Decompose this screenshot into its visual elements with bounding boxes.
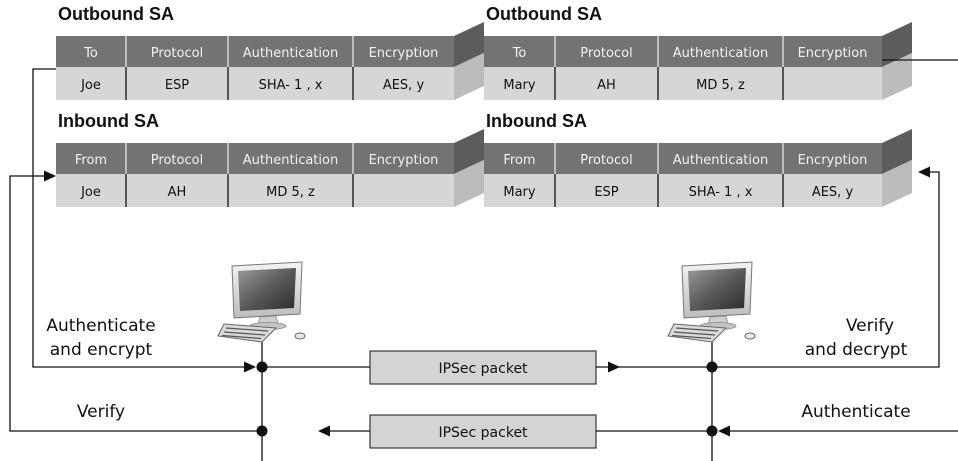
left-inbound-row-depth [454,160,484,207]
left-outbound-title: Outbound SA [58,4,174,24]
left-top-label-line1: Authenticate [46,316,155,336]
right-outbound-header-band [484,36,882,67]
right-inbound-data-cell: Mary [503,185,536,200]
arrowhead-left-host-upper [244,361,256,373]
right-inbound-header-cell: Authentication [673,153,768,168]
left-inbound-data-cell: AH [168,185,187,200]
right-inbound-data-cell: SHA- 1 , x [689,185,753,200]
right-inbound-feed-line [712,171,940,368]
desktop-computer-icon [667,261,756,343]
right-outbound-data-cell: AH [597,78,616,93]
left-side-labels: Authenticate and encrypt Verify [46,316,155,422]
upper-packet-label: IPSec packet [438,361,528,377]
junction-right-upper [706,361,718,373]
left-inbound-header-cell: Authentication [243,153,338,168]
right-outbound-header-cell: To [512,46,527,61]
right-inbound-data-cell: AES, y [812,185,854,200]
right-inbound-header-depth [882,129,912,174]
left-inbound-header-cell: Encryption [369,153,439,168]
right-inbound-header-band [484,143,882,174]
left-inbound-header-cell: Protocol [151,153,203,168]
desktop-computer-icon [217,261,306,343]
left-outbound-data-cell: AES, y [383,78,425,93]
right-outbound-header-depth [882,22,912,67]
junction-left-upper [256,361,268,373]
right-outbound-header-cell: Protocol [580,46,632,61]
left-inbound-feed-line [9,175,262,432]
left-inbound-data-cell: MD 5, z [266,185,315,200]
left-inbound-header-depth [454,129,484,174]
arrowhead-lower-channel-left [318,425,330,437]
upper-ipsec-packet: IPSec packet [369,350,597,385]
right-outbound-data-cell: Mary [503,78,536,93]
arrowhead-right-host-lower [718,425,730,437]
left-outbound-header-band [56,36,454,67]
left-outbound-data-cell: Joe [80,78,101,93]
junction-right-lower [706,425,718,437]
left-outbound-row-band [56,67,454,100]
right-outbound-data-cell: MD 5, z [696,78,745,93]
arrowhead-into-left-inbound [44,170,56,182]
left-outbound-header-cell: Authentication [243,46,338,61]
left-outbound-data-cell: ESP [165,78,189,93]
left-outbound-row-depth [454,53,484,100]
right-inbound-title: Inbound SA [486,111,587,131]
right-top-label-line2: and decrypt [805,340,908,360]
right-outbound-header-cell: Authentication [673,46,768,61]
left-outbound-header-cell: Protocol [151,46,203,61]
left-inbound-header-band [56,143,454,174]
left-inbound-data-cell: Joe [80,185,101,200]
left-outbound-header-cell: To [83,46,98,61]
left-top-label-line2: and encrypt [50,340,153,360]
left-outbound-header-depth [454,22,484,67]
left-bottom-label: Verify [77,402,125,422]
right-inbound-data-cell: ESP [594,185,618,200]
right-bottom-label: Authenticate [801,402,910,422]
left-inbound-title: Inbound SA [58,111,159,131]
right-inbound-row-band [484,174,882,207]
right-outbound-row-band [484,67,882,100]
arrowhead-upper-channel-right [608,361,620,373]
right-inbound-header-cell: Encryption [798,153,868,168]
right-outbound-title: Outbound SA [486,4,602,24]
connection-lines [9,59,958,461]
junction-left-lower [256,425,268,437]
right-inbound-header-cell: Protocol [580,153,632,168]
right-inbound-row-depth [882,160,912,207]
arrowhead-into-right-inbound [918,166,930,178]
right-outbound-row-depth [882,53,912,100]
junction-dots [256,361,718,437]
arrowheads [44,166,930,437]
left-outbound-header-cell: Encryption [369,46,439,61]
lower-packet-label: IPSec packet [438,425,528,441]
right-side-labels: Verify and decrypt Authenticate [801,316,910,422]
left-inbound-row-band [56,174,454,207]
right-outbound-header-cell: Encryption [798,46,868,61]
left-outbound-feed-line [32,68,244,368]
left-inbound-header-cell: From [75,153,107,168]
left-outbound-data-cell: SHA- 1 , x [259,78,323,93]
right-inbound-header-cell: From [503,153,535,168]
lower-ipsec-packet: IPSec packet [369,414,597,449]
right-top-label-line1: Verify [846,316,894,336]
